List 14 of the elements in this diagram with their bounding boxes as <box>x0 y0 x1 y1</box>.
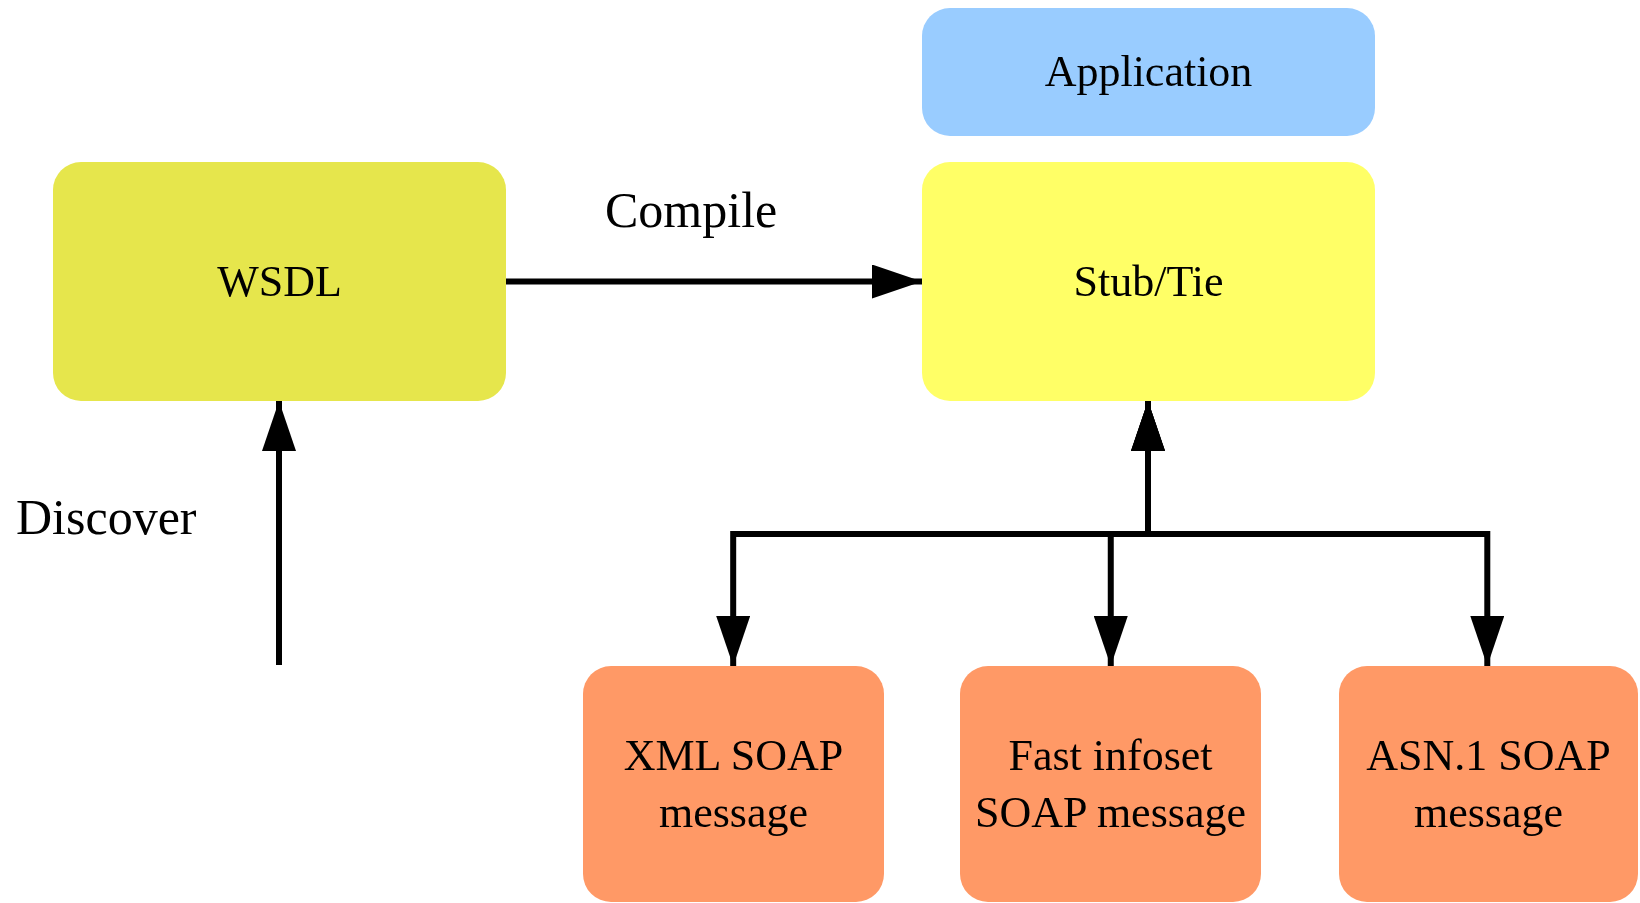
node-label: WSDL <box>217 255 342 308</box>
arrow <box>506 264 922 299</box>
node-label: ASN.1 SOAP message <box>1365 729 1612 839</box>
process-box <box>922 162 1375 401</box>
arrow <box>262 401 296 665</box>
node-label: Fast infoset SOAP message <box>974 729 1247 839</box>
node-label: XML SOAP message <box>622 729 845 839</box>
process-box <box>53 162 506 401</box>
application-box <box>922 8 1375 136</box>
message-box <box>583 666 884 902</box>
message-box <box>960 666 1261 902</box>
node-label: Application <box>1044 46 1253 99</box>
message-box <box>1339 666 1638 902</box>
node-label: Stub/Tie <box>1073 255 1224 308</box>
